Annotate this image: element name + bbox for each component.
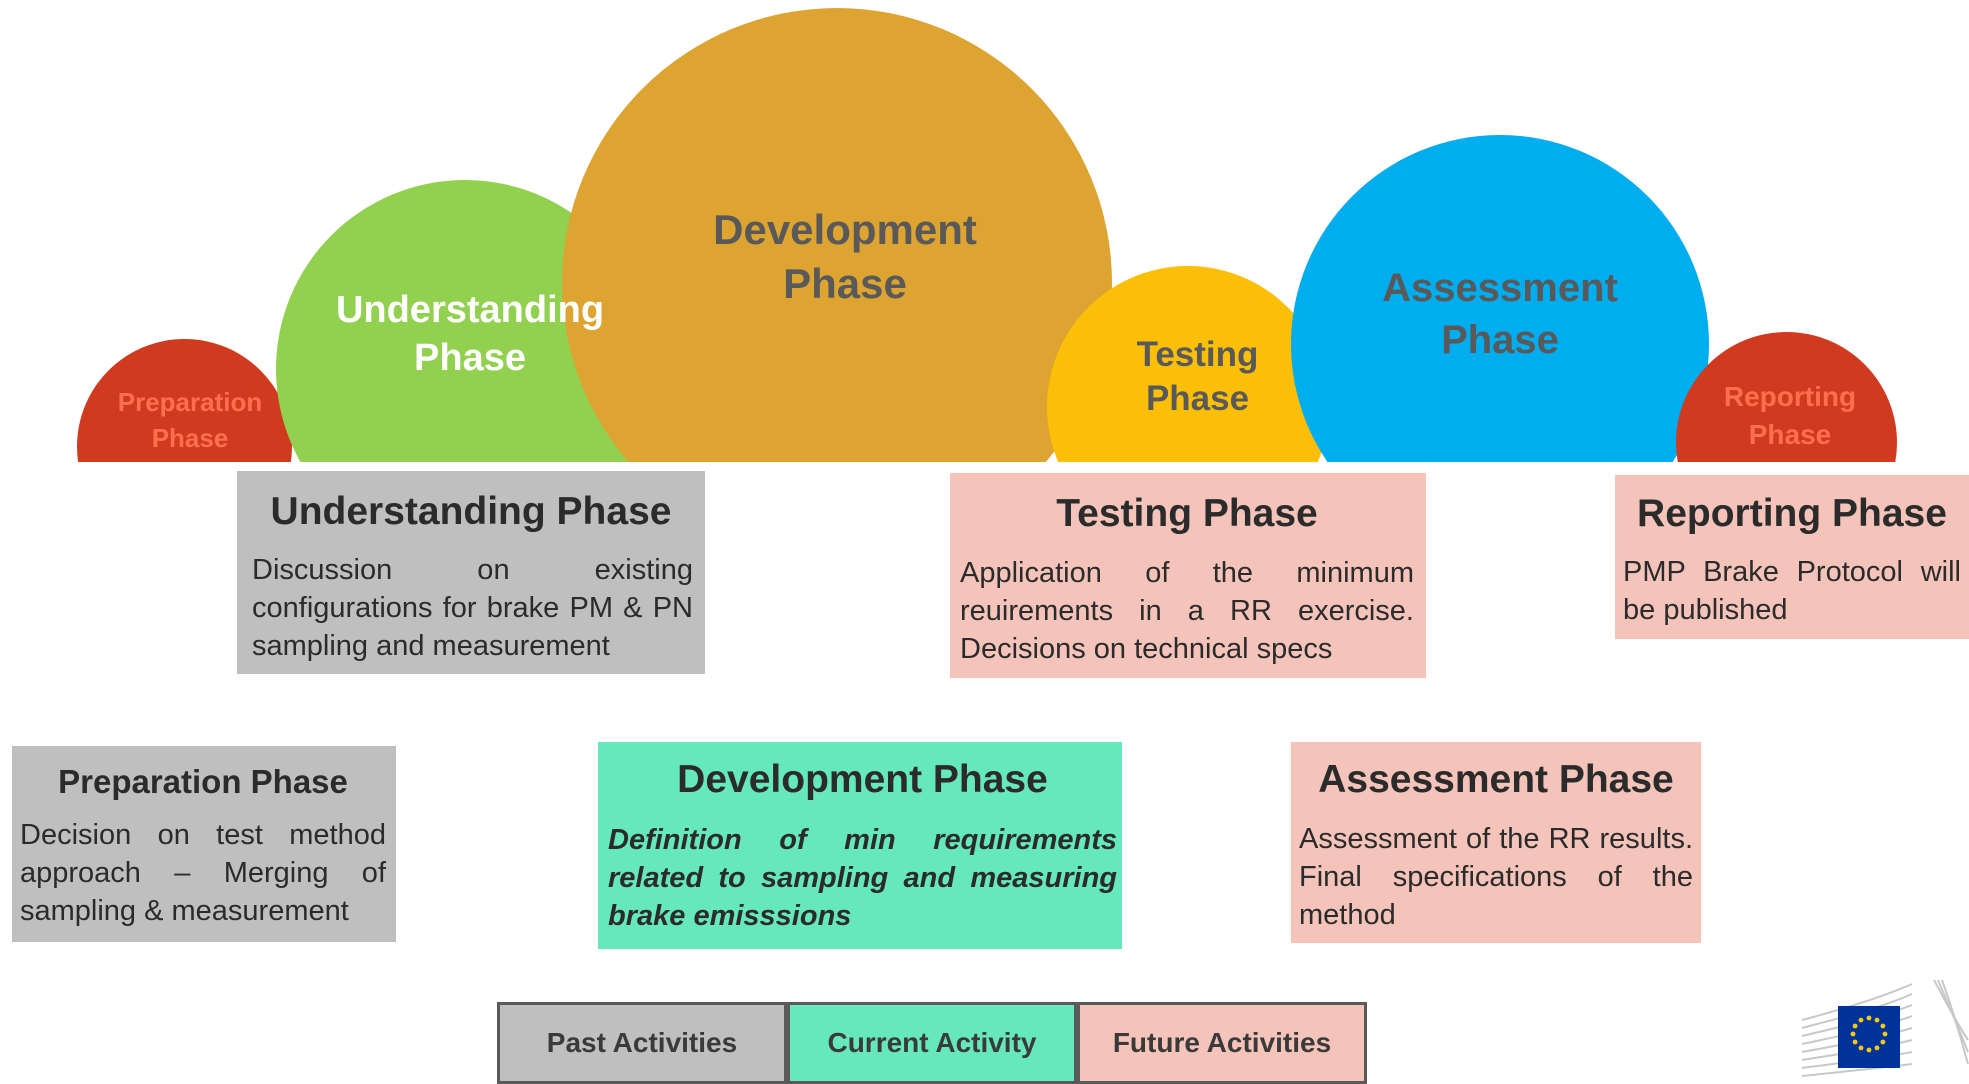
understanding-bubble-label: Understanding Phase: [335, 289, 605, 379]
development-phase-box: Development Phase Definition of min requ…: [598, 742, 1122, 949]
legend-past-activities: Past Activities: [497, 1002, 787, 1084]
legend: Past Activities Current Activity Future …: [497, 1002, 1367, 1084]
testing-phase-box: Testing Phase Application of the minimum…: [950, 473, 1426, 678]
assessment-phase-box: Assessment Phase Assessment of the RR re…: [1291, 742, 1701, 943]
testing-bubble-label: Testing Phase: [1136, 335, 1259, 418]
development-bubble: [562, 8, 1112, 462]
assessment-phase-title: Assessment Phase: [1318, 758, 1674, 801]
reporting-phase-title: Reporting Phase: [1637, 492, 1947, 535]
legend-future-activities: Future Activities: [1077, 1002, 1367, 1084]
european-commission-logo: [1801, 980, 1969, 1077]
understanding-phase-text: Discussion on existing configurations fo…: [252, 554, 693, 662]
understanding-phase-title: Understanding Phase: [270, 490, 672, 533]
reporting-phase-box: Reporting Phase PMP Brake Protocol will …: [1615, 475, 1969, 639]
preparation-phase-box: Preparation Phase Decision on test metho…: [12, 746, 396, 942]
development-phase-title: Development Phase: [677, 758, 1048, 801]
legend-current-activity: Current Activity: [787, 1002, 1077, 1084]
testing-phase-title: Testing Phase: [1056, 492, 1318, 535]
eu-flag: [1838, 1006, 1900, 1068]
preparation-phase-text: Decision on test method approach – Mergi…: [20, 819, 386, 927]
assessment-phase-text: Assessment of the RR results. Final spec…: [1299, 823, 1693, 931]
development-bubble-label: Development Phase: [713, 206, 977, 307]
development-phase-text: Definition of min requirements related t…: [608, 824, 1117, 932]
preparation-bubble-label: Preparation Phase: [117, 387, 263, 453]
testing-phase-text: Application of the minimum reuirements i…: [960, 557, 1414, 665]
reporting-phase-text: PMP Brake Protocol will be published: [1623, 556, 1961, 626]
reporting-bubble-label: Reporting Phase: [1723, 381, 1857, 450]
preparation-phase-title: Preparation Phase: [58, 763, 348, 800]
eu-stars: [1850, 1015, 1888, 1053]
assessment-bubble: [1291, 135, 1709, 462]
assessment-bubble-label: Assessment Phase: [1382, 266, 1618, 362]
phase-bubbles: Preparation Phase Understanding Phase De…: [0, 0, 1969, 462]
understanding-phase-box: Understanding Phase Discussion on existi…: [237, 471, 705, 674]
